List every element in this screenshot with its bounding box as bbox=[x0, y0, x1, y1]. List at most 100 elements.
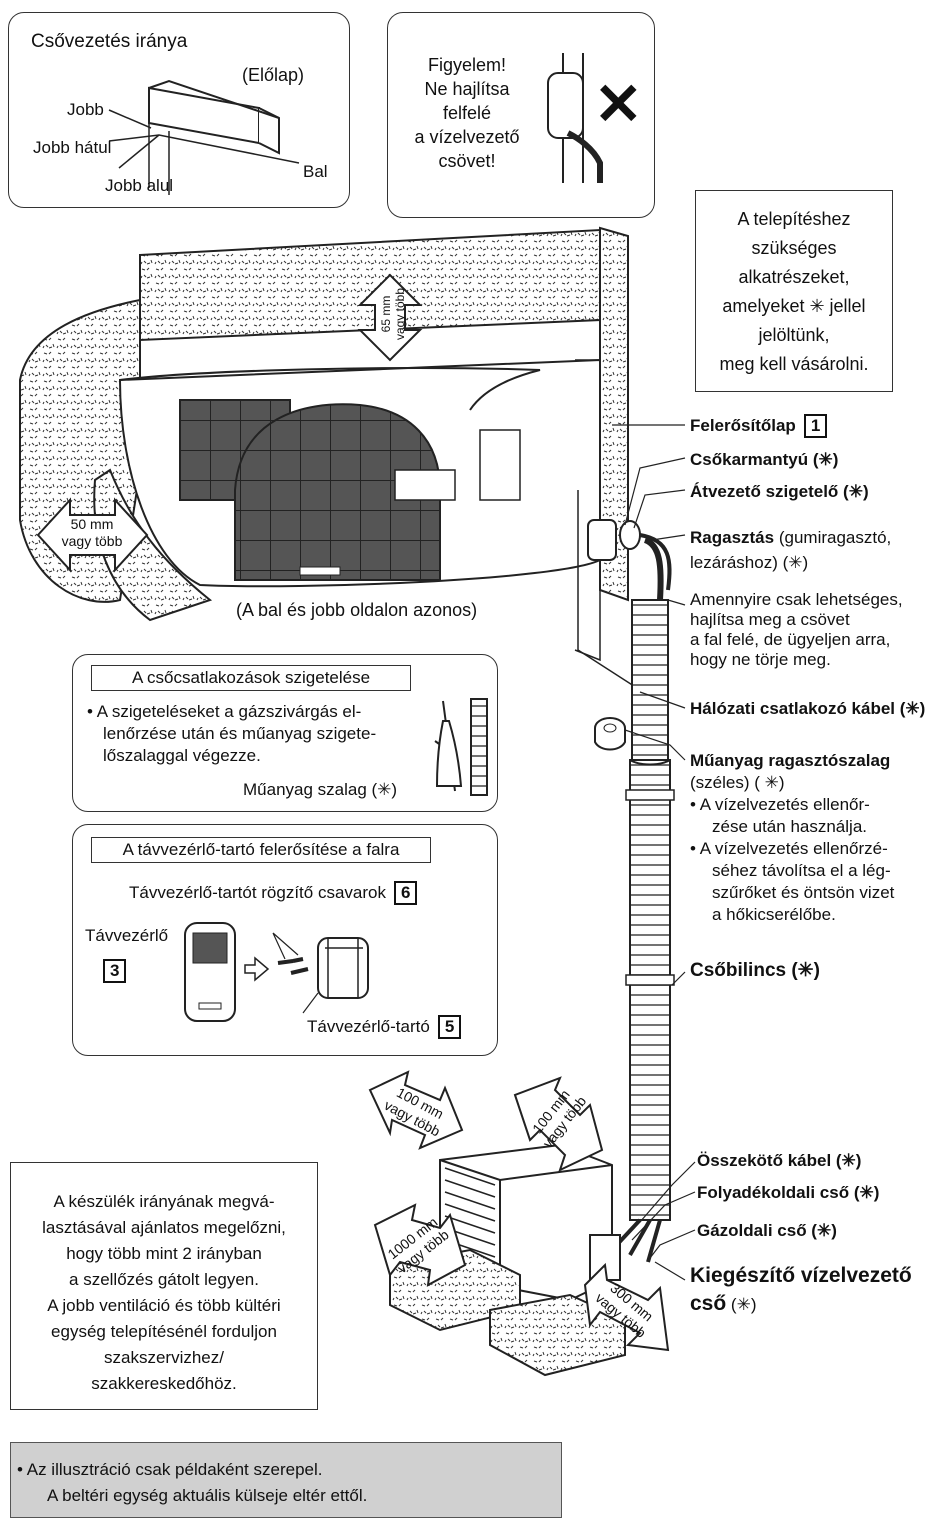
insulation-line: lőszalaggal végezze. bbox=[103, 746, 261, 765]
taping-title: Ragasztás bbox=[690, 528, 775, 547]
outdoor-unit bbox=[389, 1143, 626, 1377]
warning-line: Ne hajlítsa bbox=[424, 79, 510, 99]
drain-hose-title: Kiegészítő vízelvezető bbox=[690, 1264, 912, 1287]
clearance-top-label: 65 mm vagy több bbox=[379, 274, 407, 354]
plastic-tape-note: szűrőket és öntsön vizet bbox=[712, 883, 895, 902]
part-number-badge: 5 bbox=[437, 1015, 462, 1039]
outdoor-note-line: a szellőzés gátolt legyen. bbox=[69, 1270, 259, 1289]
plastic-tape-note: zése után használja. bbox=[712, 817, 867, 836]
clearance-unit: vagy több bbox=[61, 533, 123, 549]
insulation-panel: A csőcsatlakozások szigetelése • A szige… bbox=[72, 654, 498, 812]
parts-note-line: A telepítéshez bbox=[737, 209, 851, 229]
clearance-value: 50 mm bbox=[70, 516, 114, 532]
parts-note-line: meg kell vásárolni. bbox=[719, 354, 869, 374]
clearance-arrow-top bbox=[357, 273, 423, 362]
screws-text: Távvezérlő-tartót rögzítő csavarok bbox=[129, 883, 386, 902]
gas-pipe-label: Gázoldali cső (✳) bbox=[697, 1221, 837, 1240]
holder-text: Távvezérlő-tartó bbox=[307, 1017, 430, 1036]
pipe-bundle bbox=[610, 599, 675, 1263]
screws-label: Távvezérlő-tartót rögzítő csavarok 6 bbox=[129, 881, 418, 905]
outdoor-ventilation-note: A készülék irányának megvá- lasztásával … bbox=[10, 1162, 318, 1410]
insulation-line: • A szigeteléseket a gázszivárgás el- bbox=[87, 702, 362, 721]
clearance-arrow-outdoor-back bbox=[513, 1076, 604, 1172]
clearance-value: 65 mm bbox=[379, 295, 393, 333]
front-panel-label: (Előlap) bbox=[242, 65, 305, 85]
insulation-text: • A szigeteléseket a gázszivárgás el- le… bbox=[87, 701, 376, 767]
pipe-sleeve-label: Csőkarmantyú (✳) bbox=[690, 450, 839, 469]
warning-text: Figyelem! Ne hajlítsa felfelé a vízelvez… bbox=[394, 53, 540, 173]
plastic-tape-note: • A vízelvezetés ellenőr- bbox=[690, 795, 870, 814]
remote-holder-title: A távvezérlő-tartó felerősítése a falra bbox=[91, 837, 431, 863]
parts-note-line: amelyeket ✳ jellel bbox=[722, 296, 866, 316]
purchase-parts-note: A telepítéshez szükséges alkatrészeket, … bbox=[695, 190, 893, 392]
drain-hose-title-2: cső bbox=[690, 1292, 727, 1315]
illustration-disclaimer: • Az illusztráció csak példaként szerepe… bbox=[10, 1442, 562, 1518]
liquid-pipe-label: Folyadékoldali cső (✳) bbox=[697, 1183, 880, 1202]
direction-right-label: Jobb bbox=[67, 100, 104, 119]
outdoor-note-text: A készülék irányának megvá- lasztásával … bbox=[11, 1189, 317, 1397]
pipe-fitting bbox=[587, 519, 672, 601]
clearance-side-label: 50 mm vagy több bbox=[52, 516, 132, 550]
warning-line: csövet! bbox=[438, 151, 496, 171]
holder-label: Távvezérlő-tartó 5 bbox=[307, 1015, 462, 1039]
plastic-tape-label: Műanyag ragasztószalag (széles) ( ✳) • A… bbox=[690, 750, 894, 926]
insulation-line: lenőrzése után és műanyag szigete- bbox=[103, 724, 377, 743]
warning-line: Figyelem! bbox=[427, 55, 507, 75]
part-number-badge: 1 bbox=[803, 414, 828, 438]
outdoor-note-line: szakszervizhez/ bbox=[104, 1348, 224, 1367]
connecting-cable-label: Összekötő kábel (✳) bbox=[697, 1151, 862, 1170]
warning-line: felfelé bbox=[442, 103, 492, 123]
plastic-tape-note: a hőkicserélőbe. bbox=[712, 905, 836, 924]
outdoor-note-line: hogy több mint 2 irányban bbox=[66, 1244, 262, 1263]
outdoor-note-line: A jobb ventiláció és több kültéri bbox=[47, 1296, 281, 1315]
outdoor-note-line: A készülék irányának megvá- bbox=[53, 1192, 275, 1211]
pipe-direction-panel: Csővezetés iránya (Előlap) Jobb Jobb hát… bbox=[8, 12, 350, 208]
insulation-wrap-icon bbox=[434, 698, 488, 796]
drain-warning-panel: Figyelem! Ne hajlítsa felfelé a vízelvez… bbox=[387, 12, 655, 218]
bend-note-line: a fal felé, de ügyeljen arra, bbox=[690, 630, 891, 649]
bend-note-line: hogy ne törje meg. bbox=[690, 650, 831, 669]
parts-note-line: szükséges bbox=[751, 238, 837, 258]
insulation-title: A csőcsatlakozások szigetelése bbox=[91, 665, 411, 691]
pipe-direction-title: Csővezetés iránya bbox=[31, 31, 188, 52]
parts-note-line: alkatrészeket, bbox=[738, 267, 850, 287]
plastic-tape-sub: (széles) ( ✳) bbox=[690, 773, 785, 792]
bent-hose-icon bbox=[547, 53, 603, 183]
part-number-badge: 6 bbox=[393, 881, 418, 905]
mounting-plate-text: Felerősítőlap bbox=[690, 416, 796, 435]
direction-left-label: Bal bbox=[303, 162, 328, 181]
clearance-arrow-outdoor-front bbox=[373, 1203, 467, 1287]
disclaimer-line: • Az illusztráció csak példaként szerepe… bbox=[17, 1460, 323, 1479]
bend-note: Amennyire csak lehetséges, hajlítsa meg … bbox=[690, 590, 903, 670]
warning-line: a vízelvezető bbox=[414, 127, 520, 147]
plastic-tape-title: Műanyag ragasztószalag bbox=[690, 751, 891, 770]
pipe-direction-diagram bbox=[108, 79, 300, 195]
bend-note-line: Amennyire csak lehetséges, bbox=[690, 590, 903, 609]
same-sides-note: (A bal és jobb oldalon azonos) bbox=[236, 600, 478, 620]
pass-insulator-label: Átvezető szigetelő (✳) bbox=[690, 482, 869, 501]
remote-holder-panel: A távvezérlő-tartó felerősítése a falra … bbox=[72, 824, 498, 1056]
plastic-tape-note: • A vízelvezetés ellenőrzé- bbox=[690, 839, 888, 858]
remote-label: Távvezérlő bbox=[85, 926, 169, 945]
pipe-clamp-label: Csőbilincs (✳) bbox=[690, 960, 820, 981]
direction-right-bottom-label: Jobb alul bbox=[105, 176, 174, 195]
bend-note-line: hajlítsa meg a csövet bbox=[690, 610, 850, 629]
parts-note-line: jelöltünk, bbox=[758, 325, 830, 345]
remote-holder-diagram bbox=[184, 922, 369, 1022]
remote-number: 3 bbox=[103, 959, 127, 983]
mounting-plate-label: Felerősítőlap 1 bbox=[690, 414, 828, 438]
outdoor-note-line: lasztásával ajánlatos megelőzni, bbox=[42, 1218, 286, 1237]
tape-roll bbox=[594, 717, 626, 751]
taping-detail-2: lezáráshoz) (✳) bbox=[690, 553, 809, 572]
part-number-badge: 3 bbox=[103, 959, 127, 983]
outdoor-note-line: szakkereskedőhöz. bbox=[91, 1374, 237, 1393]
taping-label: Ragasztás (gumiragasztó, lezáráshoz) (✳) bbox=[690, 525, 891, 575]
outdoor-note-line: egység telepítésénél forduljon bbox=[51, 1322, 277, 1341]
prohibited-x-icon: ✕ bbox=[594, 72, 643, 137]
clearance-arrow-outdoor-right bbox=[583, 1262, 670, 1352]
clearance-unit: vagy több bbox=[393, 287, 407, 341]
direction-right-back-label: Jobb hátul bbox=[33, 138, 112, 157]
plastic-tape-note: séhez távolítsa el a lég- bbox=[712, 861, 891, 880]
indoor-unit bbox=[118, 358, 601, 588]
